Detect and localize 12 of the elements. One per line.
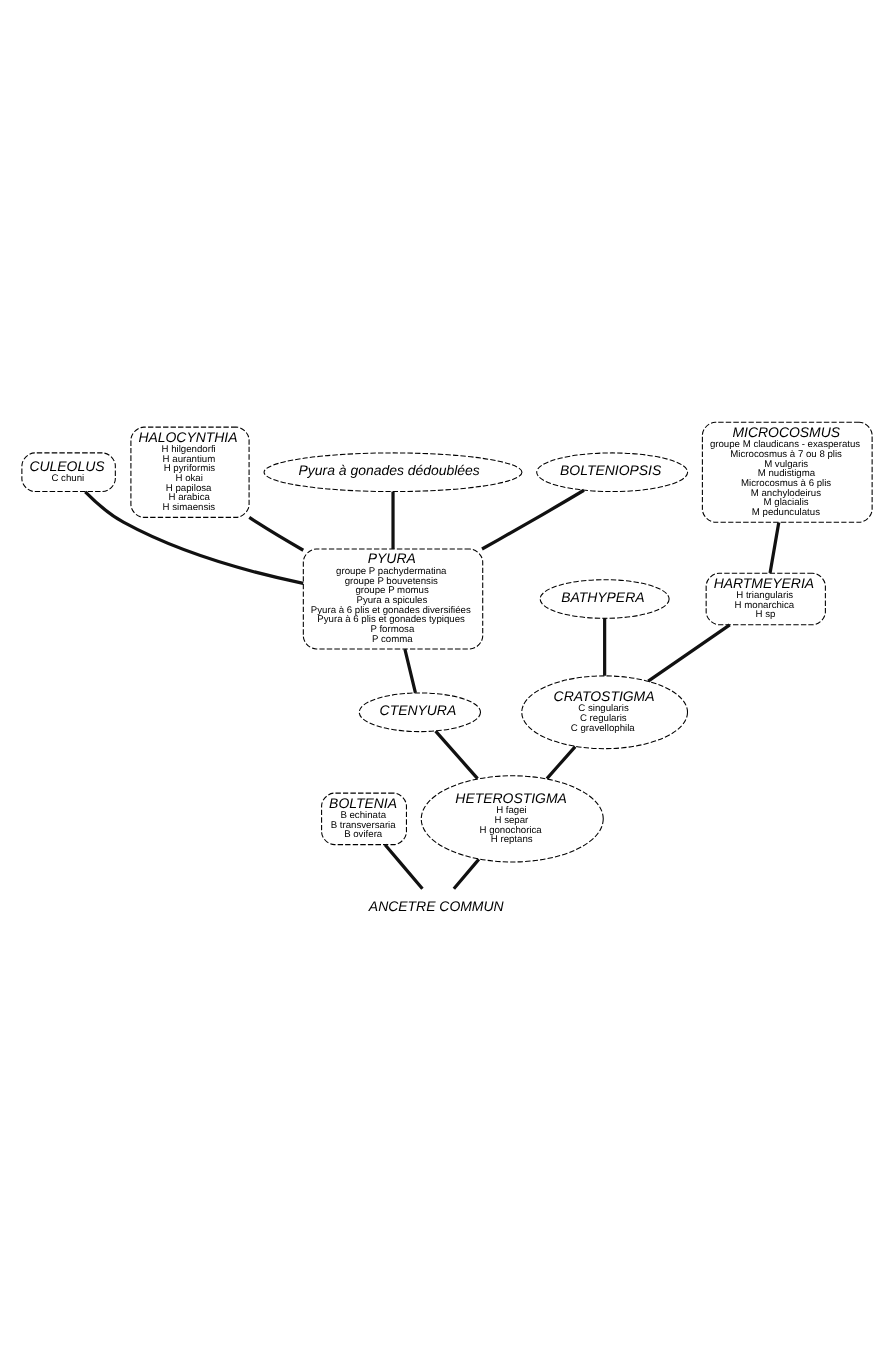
- connector: [434, 730, 479, 780]
- connector: [768, 522, 781, 574]
- connector: [647, 623, 731, 683]
- connector: [84, 490, 304, 585]
- connector: [452, 858, 481, 890]
- connector: [383, 843, 424, 890]
- connector: [248, 516, 305, 552]
- connector: [545, 745, 577, 780]
- connector: [403, 648, 417, 694]
- connector: [481, 488, 585, 551]
- connector: [391, 491, 395, 550]
- connector: [603, 618, 607, 676]
